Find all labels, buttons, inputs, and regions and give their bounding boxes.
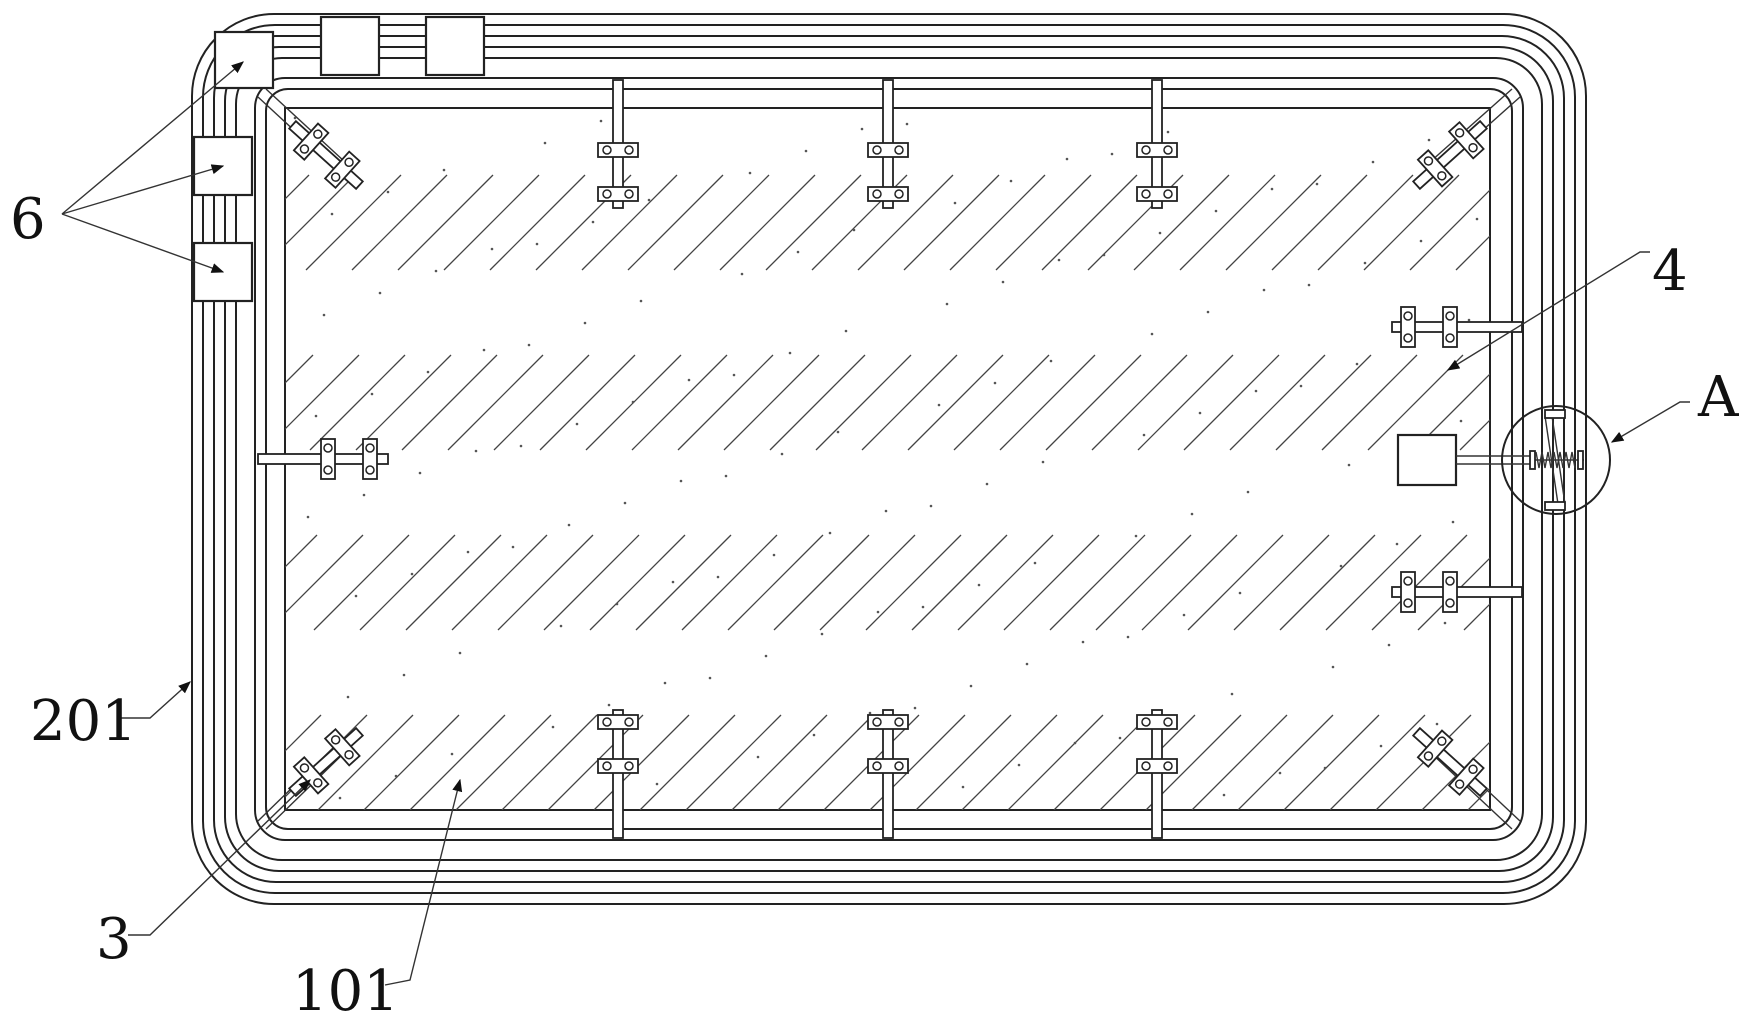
clamp-horizontal	[257, 438, 389, 480]
label-3: 3	[96, 907, 132, 972]
box-6-corner	[213, 30, 275, 90]
label-4: 4	[1652, 239, 1688, 304]
glass-speckles	[293, 116, 1479, 800]
leader-lines	[61, 61, 1690, 986]
clamp-vertical	[597, 79, 639, 209]
clamp-assemblies	[257, 79, 1523, 839]
glass-hatching	[285, 174, 1490, 810]
clamp-vertical	[1136, 709, 1178, 839]
component-4-actuator	[1396, 433, 1530, 487]
glass-panel	[284, 107, 1491, 811]
clamp-vertical	[867, 79, 909, 209]
box-6-top-2	[424, 15, 486, 77]
clamp-diagonal	[287, 119, 365, 191]
label-a: A	[1697, 365, 1739, 430]
clamp-diagonal	[287, 726, 365, 798]
label-201: 201	[30, 689, 137, 754]
reference-labels: 6 4 A 201 3 101	[10, 187, 1739, 1023]
box-4	[1396, 433, 1458, 487]
label-6: 6	[10, 187, 46, 252]
label-101: 101	[292, 959, 399, 1023]
box-6-top-1	[319, 15, 381, 77]
clamp-diagonal	[1411, 119, 1489, 191]
clamp-horizontal	[1391, 306, 1523, 348]
component-boxes-6	[192, 15, 486, 303]
clamp-vertical	[867, 709, 909, 839]
detail-circle-a	[1501, 405, 1611, 515]
clamp-diagonal	[1411, 726, 1489, 798]
clamp-vertical	[597, 709, 639, 839]
clamp-horizontal	[1391, 571, 1523, 613]
clamp-vertical	[1136, 79, 1178, 209]
